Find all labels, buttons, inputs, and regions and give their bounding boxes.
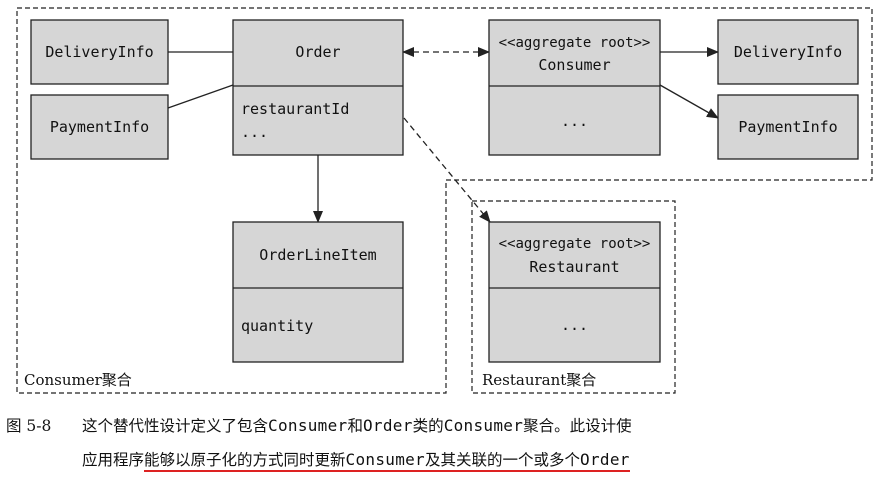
order-attr-restaurantid: restaurantId <box>241 100 349 118</box>
restaurant-class-box: <<aggregate root>> Restaurant ... <box>488 221 661 363</box>
order-attr-ellipsis: ... <box>241 123 268 141</box>
caption-underlined-span: 能够以原子化的方式同时更新Consumer及其关联的一个或多个Order <box>144 450 630 472</box>
caption-text: 能够以原子化的方式同时更新 <box>144 451 346 469</box>
order-class-name: Order <box>295 43 340 61</box>
consumer-class-box: <<aggregate root>> Consumer ... <box>488 19 661 156</box>
order-class-box: Order restaurantId ... <box>232 19 404 156</box>
consumer-stereotype: <<aggregate root>> <box>499 35 651 51</box>
right-paymentinfo-box: PaymentInfo <box>717 94 859 160</box>
consumer-attr-ellipsis: ... <box>561 112 588 130</box>
left-deliveryinfo-label: DeliveryInfo <box>45 43 153 61</box>
right-deliveryinfo-label: DeliveryInfo <box>734 43 842 61</box>
caption-code-consumer: Consumer <box>345 450 425 469</box>
connector-order-restaurant <box>403 117 491 223</box>
caption-line-2: 应用程序能够以原子化的方式同时更新Consumer及其关联的一个或多个Order <box>82 448 630 472</box>
left-deliveryinfo-box: DeliveryInfo <box>30 19 169 85</box>
restaurant-class-name: Restaurant <box>529 258 619 276</box>
right-paymentinfo-label: PaymentInfo <box>738 118 837 136</box>
orderlineitem-class-name: OrderLineItem <box>259 246 376 264</box>
caption-code-consumer: Consumer <box>268 416 348 435</box>
caption-text: 及其关联的一个或多个 <box>425 451 581 469</box>
connector-consumer-payment <box>659 84 719 119</box>
caption-code-order: Order <box>580 450 630 469</box>
consumer-aggregate-region <box>16 7 873 394</box>
restaurant-stereotype: <<aggregate root>> <box>499 236 651 252</box>
caption-text: 应用程序 <box>82 451 145 469</box>
caption-text: 类的 <box>412 417 444 435</box>
left-paymentinfo-box: PaymentInfo <box>30 94 169 160</box>
consumer-aggregate-label: Consumer聚合 <box>24 371 132 389</box>
caption-code-order: Order <box>363 416 413 435</box>
caption-text: 和 <box>347 417 363 435</box>
restaurant-aggregate-region <box>471 200 676 394</box>
caption-text: 这个替代性设计定义了包含 <box>82 417 269 435</box>
caption-code-consumer: Consumer <box>443 416 524 435</box>
orderlineitem-class-box: OrderLineItem quantity <box>232 221 404 363</box>
connector-payment-order <box>167 84 234 109</box>
restaurant-aggregate-label: Restaurant聚合 <box>482 371 596 389</box>
restaurant-attr-ellipsis: ... <box>561 316 588 334</box>
caption-text: 聚合。此设计使 <box>523 417 632 435</box>
orderlineitem-attr-quantity: quantity <box>241 317 313 335</box>
aggregate-diagram: DeliveryInfo PaymentInfo Order restauran… <box>16 7 873 394</box>
right-deliveryinfo-box: DeliveryInfo <box>717 19 859 85</box>
left-paymentinfo-label: PaymentInfo <box>50 118 149 136</box>
consumer-class-name: Consumer <box>538 56 610 74</box>
figure-number: 图 5-8 <box>6 417 52 435</box>
